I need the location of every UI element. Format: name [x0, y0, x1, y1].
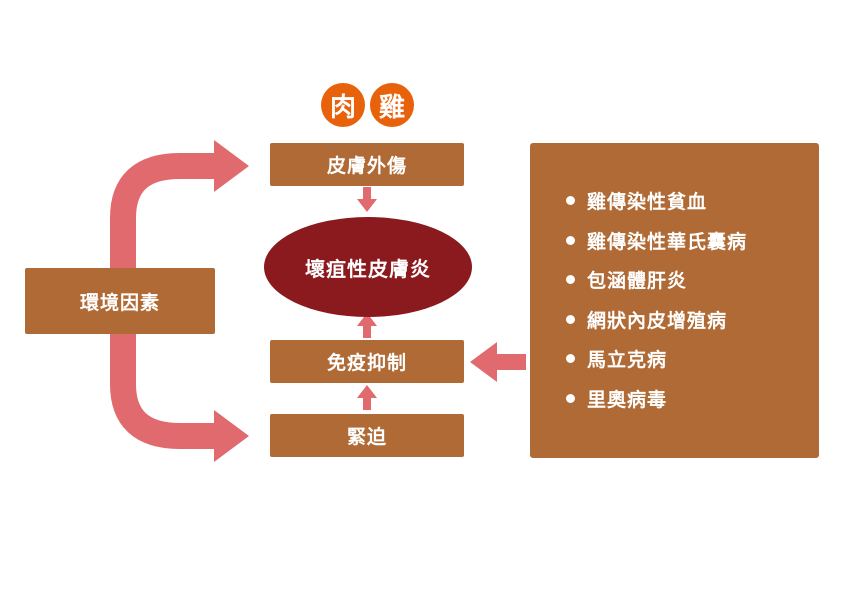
arrow-environment-to-trauma: [110, 140, 249, 268]
title-char-meat: 肉: [329, 92, 356, 123]
disease-item: 網狀內皮增殖病: [566, 306, 747, 346]
disease-label: 網狀內皮增殖病: [587, 309, 728, 332]
disease-panel: 雞傳染性貧血 雞傳染性華氏囊病 包涵體肝炎 網狀內皮增殖病 馬立克病 里奧病毒: [530, 143, 819, 458]
disease-item: 雞傳染性貧血: [566, 187, 747, 227]
bullet-dot: [566, 196, 575, 205]
arrow-environment-to-stress: [110, 334, 249, 462]
node-environmental-factors-label: 環境因素: [79, 291, 160, 314]
node-stress: 緊迫: [270, 414, 464, 457]
bullet-dot: [566, 235, 575, 245]
disease-item: 雞傳染性華氏囊病: [566, 227, 747, 267]
disease-list: 雞傳染性貧血 雞傳染性華氏囊病 包涵體肝炎 網狀內皮增殖病 馬立克病 里奧病毒: [566, 187, 747, 424]
node-stress-label: 緊迫: [346, 426, 387, 448]
title-circle-chicken: 雞: [370, 83, 414, 127]
disease-item: 包涵體肝炎: [566, 266, 747, 306]
arrow-immunosuppression-to-dermatitis: [357, 313, 377, 338]
arrow-diseases-to-immunosuppression: [470, 342, 526, 382]
node-gangrenous-dermatitis-label: 壞疽性皮膚炎: [305, 256, 431, 281]
node-skin-trauma: 皮膚外傷: [270, 143, 464, 186]
node-skin-trauma-label: 皮膚外傷: [326, 155, 407, 177]
disease-label: 雞傳染性貧血: [587, 191, 708, 213]
disease-label: 馬立克病: [587, 349, 668, 371]
arrow-stress-to-immunosuppression: [357, 385, 377, 410]
title-char-chicken: 雞: [378, 92, 405, 123]
node-immunosuppression: 免疫抑制: [270, 340, 464, 383]
bullet-dot: [566, 314, 575, 324]
bullet-dot: [566, 354, 575, 363]
node-gangrenous-dermatitis: 壞疽性皮膚炎: [264, 217, 472, 317]
disease-label: 里奧病毒: [587, 388, 668, 411]
bullet-dot: [566, 275, 575, 284]
disease-label: 雞傳染性華氏囊病: [587, 230, 748, 253]
bullet-dot: [566, 393, 575, 403]
disease-item: 馬立克病: [566, 345, 747, 385]
disease-item: 里奧病毒: [566, 385, 747, 425]
disease-label: 包涵體肝炎: [587, 270, 688, 292]
arrow-trauma-to-dermatitis: [357, 187, 377, 212]
node-immunosuppression-label: 免疫抑制: [326, 352, 407, 374]
node-environmental-factors: 環境因素: [25, 268, 215, 334]
title-circle-meat: 肉: [321, 83, 365, 127]
